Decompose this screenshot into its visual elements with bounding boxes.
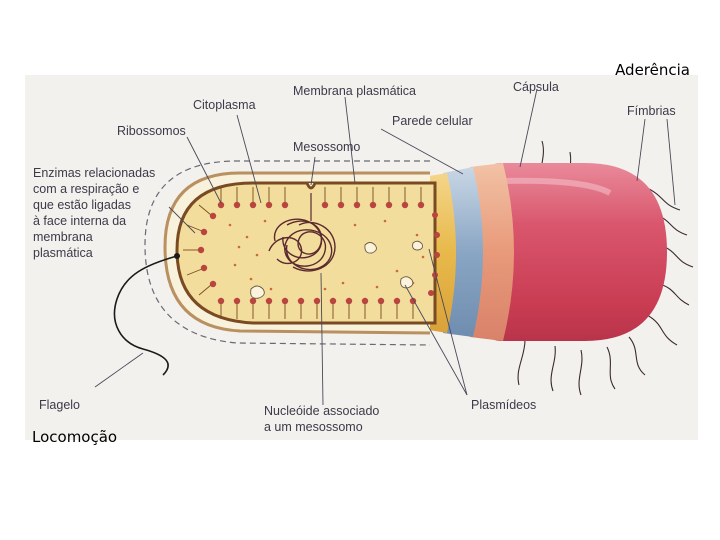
label-nucleoide-line-1: Nucleóide associado [264,404,379,418]
caption-aderencia: Aderência [615,61,690,79]
label-parede-celular: Parede celular [392,114,473,128]
label-mesossomo: Mesossomo [293,140,360,154]
label-enzimas-line-4: à face interna da [33,214,126,228]
label-ribossomos: Ribossomos [117,124,186,138]
flagellum-base [174,253,180,259]
caption-locomocao: Locomoção [32,428,117,446]
label-capsula: Cápsula [513,80,559,94]
label-enzimas-line-2: com a respiração e [33,182,139,196]
bacterial-cell-diagram: Membrana plasmática Cápsula Citoplasma F… [25,75,698,440]
label-enzimas-line-5: membrana [33,230,93,244]
label-enzimas-line-1: Enzimas relacionadas [33,166,155,180]
label-flagelo: Flagelo [39,398,80,412]
label-citoplasma: Citoplasma [193,98,256,112]
label-membrana-plasmatica: Membrana plasmática [293,84,416,98]
bacterium-illustration: Membrana plasmática Cápsula Citoplasma F… [25,75,698,440]
label-nucleoide-line-2: a um mesossomo [264,420,363,434]
label-fimbrias: Fímbrias [627,104,676,118]
label-enzimas-line-6: plasmática [33,246,93,260]
label-plasmideos: Plasmídeos [471,398,536,412]
label-enzimas-line-3: que estão ligadas [33,198,131,212]
